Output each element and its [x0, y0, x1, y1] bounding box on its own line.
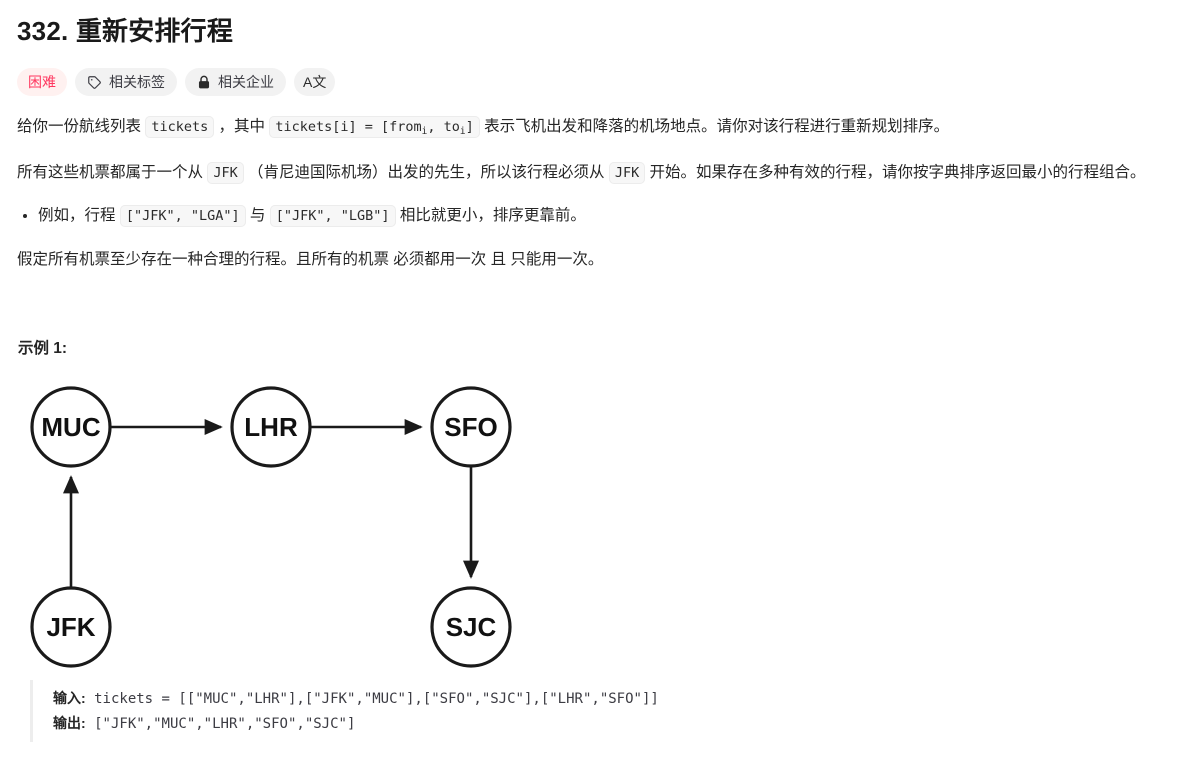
description-paragraph-3: 假定所有机票至少存在一种合理的行程。且所有的机票 必须都用一次 且 只能用一次。	[17, 251, 604, 268]
desc-text: （肯尼迪国际机场）出发的先生，所以该行程必须从	[243, 164, 609, 181]
graph-node-label: LHR	[244, 412, 298, 442]
translate-button[interactable]: A文	[294, 68, 336, 96]
example-input-line: 输入: tickets = [["MUC","LHR"],["JFK","MUC…	[53, 686, 1179, 711]
related-tags-button[interactable]: 相关标签	[75, 68, 177, 96]
graph-svg: MUC LHR SFO JFK SJC	[30, 386, 512, 668]
code-subscript: i	[459, 126, 466, 137]
graph-node-label: MUC	[41, 412, 100, 442]
example-output-line: 输出: ["JFK","MUC","LHR","SFO","SJC"]	[53, 711, 1179, 736]
graph-node-circle	[430, 386, 512, 468]
desc-text: 例如，行程	[38, 207, 120, 224]
desc-text: 相比就更小，排序更靠前。	[395, 207, 586, 224]
description-paragraph-1: 给你一份航线列表 tickets ，其中 tickets[i] = [fromi…	[17, 112, 1179, 144]
inline-code-jfk-1: JFK	[207, 162, 244, 184]
problem-page: 332. 重新安排行程 困难 相关标签 相关企业	[0, 0, 1193, 742]
related-companies-label: 相关企业	[218, 74, 274, 90]
desc-text: 表示飞机出发和降落的机场地点。请你对该行程进行重新规划排序。	[479, 118, 950, 135]
desc-text: 给你一份航线列表	[17, 118, 146, 135]
code-part: , to	[427, 119, 460, 135]
desc-text: ，其中	[214, 118, 270, 135]
graph-node-circle	[30, 386, 112, 468]
graph-edges	[62, 418, 480, 587]
desc-text: 开始。如果存在多种有效的行程，请你按字典排序返回最小的行程组合。	[645, 164, 1146, 181]
graph-node-lhr: LHR	[230, 386, 312, 468]
graph-node-jfk: JFK	[30, 586, 112, 668]
problem-meta-row: 困难 相关标签 相关企业 A文	[17, 68, 1179, 96]
difficulty-label: 困难	[28, 74, 56, 90]
graph-node-label: JFK	[46, 612, 95, 642]
input-label: 输入:	[53, 690, 86, 706]
graph-node-sjc: SJC	[430, 586, 512, 668]
code-part: tickets[i] = [from	[275, 119, 422, 135]
lock-icon	[197, 75, 211, 90]
translate-icon: A文	[303, 74, 327, 90]
output-value: ["JFK","MUC","LHR","SFO","SJC"]	[85, 716, 356, 732]
description-bullet-list: 例如，行程 ["JFK", "LGA"] 与 ["JFK", "LGB"] 相比…	[16, 200, 1179, 231]
graph-node-muc: MUC	[30, 386, 112, 468]
inline-code-jfk-lga: ["JFK", "LGA"]	[119, 205, 246, 227]
output-label: 输出:	[53, 715, 86, 731]
list-item: 例如，行程 ["JFK", "LGA"] 与 ["JFK", "LGB"] 相比…	[38, 200, 1179, 231]
difficulty-badge: 困难	[17, 68, 67, 96]
graph-node-label: SJC	[446, 612, 497, 642]
code-part: ]	[465, 119, 474, 135]
inline-code-tickets: tickets	[145, 116, 215, 138]
example-heading: 示例 1:	[18, 340, 68, 357]
desc-text: 所有这些机票都属于一个从	[17, 164, 208, 181]
graph-node-circle	[30, 586, 112, 668]
description-paragraph-2: 所有这些机票都属于一个从 JFK （肯尼迪国际机场）出发的先生，所以该行程必须从…	[17, 158, 1179, 188]
inline-code-jfk-lgb: ["JFK", "LGB"]	[269, 205, 396, 227]
tag-icon	[87, 75, 102, 90]
example-graph-figure: MUC LHR SFO JFK SJC	[16, 373, 556, 668]
graph-node-circle	[430, 586, 512, 668]
graph-node-circle	[230, 386, 312, 468]
page-title: 332. 重新安排行程	[17, 16, 234, 46]
code-subscript: i	[421, 126, 428, 137]
inline-code-jfk-2: JFK	[608, 162, 646, 184]
related-tags-label: 相关标签	[109, 74, 165, 90]
graph-nodes: MUC LHR SFO JFK SJC	[30, 386, 512, 668]
example-io-block: 输入: tickets = [["MUC","LHR"],["JFK","MUC…	[30, 680, 1179, 742]
inline-code-tickets-signature: tickets[i] = [fromi, toi]	[269, 116, 480, 138]
input-value: tickets = [["MUC","LHR"],["JFK","MUC"],[…	[85, 691, 659, 707]
related-companies-button[interactable]: 相关企业	[185, 68, 286, 96]
graph-node-sfo: SFO	[430, 386, 512, 468]
desc-text: 与	[245, 207, 270, 224]
graph-node-label: SFO	[444, 412, 497, 442]
